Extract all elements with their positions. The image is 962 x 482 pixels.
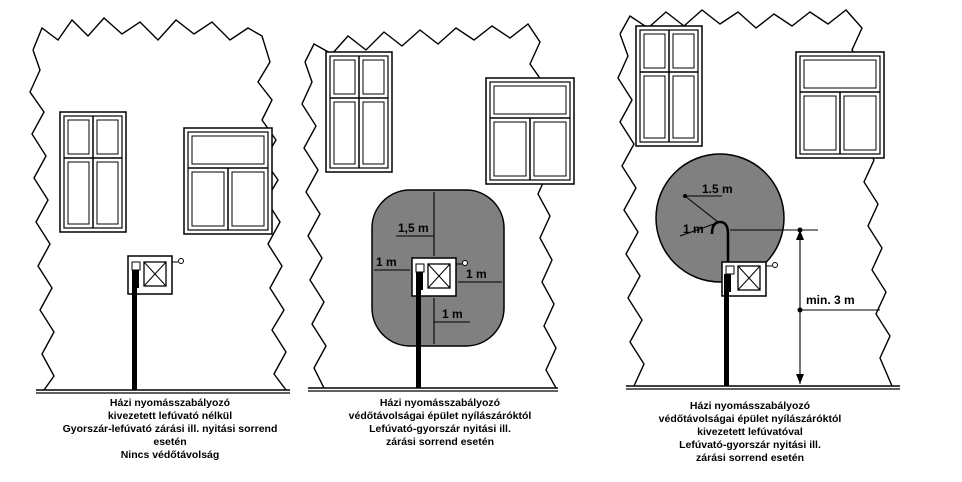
dim-label-min-3m: min. 3 m — [806, 293, 855, 307]
gas-pipe-icon — [132, 270, 139, 390]
panel-3: 1.5 m 1 m min. 3 m — [617, 9, 900, 390]
caption-line: Házi nyomásszabályozó — [109, 397, 231, 409]
caption-line: zárási sorrend esetén — [696, 452, 804, 464]
dim-label-1-5m: 1,5 m — [398, 221, 429, 235]
window-transom — [485, 77, 575, 185]
caption-panel-2: Házi nyomásszabályozó védőtávolságai épü… — [330, 397, 550, 449]
window-transom — [795, 51, 885, 159]
window-casement — [325, 51, 393, 173]
dimension-lines — [374, 192, 502, 344]
protection-zone — [655, 153, 785, 283]
caption-line: védőtávolságai épület nyílászáróktól — [658, 413, 842, 425]
wall-outline — [617, 9, 893, 387]
dim-label-1m: 1 m — [683, 222, 704, 236]
panel-2: 1,5 m 1 m 1 m 1 m — [301, 22, 575, 392]
panel-1 — [29, 17, 290, 394]
window-casement — [635, 25, 703, 147]
caption-line: kivezetett lefúvatóval — [697, 426, 803, 438]
regulator-box-icon — [127, 255, 184, 295]
caption-line: Lefúvató-gyorszár nyitási ill. — [679, 439, 821, 451]
window-casement — [59, 111, 127, 233]
wall-outline — [301, 22, 557, 389]
caption-line: Gyorszár-lefúvató zárási ill. nyitási so… — [62, 423, 278, 435]
window-transom — [183, 127, 273, 235]
caption-line: Házi nyomásszabályozó — [689, 400, 811, 412]
gas-pipe-icon — [724, 274, 731, 386]
caption-panel-3: Házi nyomásszabályozó védőtávolságai épü… — [640, 400, 860, 465]
gas-pipe-icon — [416, 272, 423, 388]
wall-outline — [29, 17, 287, 391]
caption-line: esetén — [153, 436, 187, 448]
caption-line: Házi nyomásszabályozó — [379, 397, 501, 409]
dimension-arrows — [683, 194, 804, 384]
dim-label-1m-left: 1 m — [376, 255, 397, 269]
caption-line: védőtávolságai épület nyílászáróktól — [348, 410, 532, 422]
dim-label-1m-right: 1 m — [466, 267, 487, 281]
caption-line: Lefúvató-gyorszár nyitási ill. — [369, 423, 511, 435]
caption-line: kivezetett lefúvató nélkül — [107, 410, 233, 422]
dimension-lines — [679, 195, 880, 384]
relief-vent-icon — [710, 220, 730, 262]
caption-panel-1: Házi nyomásszabályozó kivezetett lefúvat… — [60, 397, 280, 462]
caption-line: zárási sorrend esetén — [386, 436, 494, 448]
dim-label-1m-bottom: 1 m — [442, 307, 463, 321]
caption-line: Nincs védőtávolság — [120, 449, 220, 461]
dim-label-1-5m: 1.5 m — [702, 182, 733, 196]
